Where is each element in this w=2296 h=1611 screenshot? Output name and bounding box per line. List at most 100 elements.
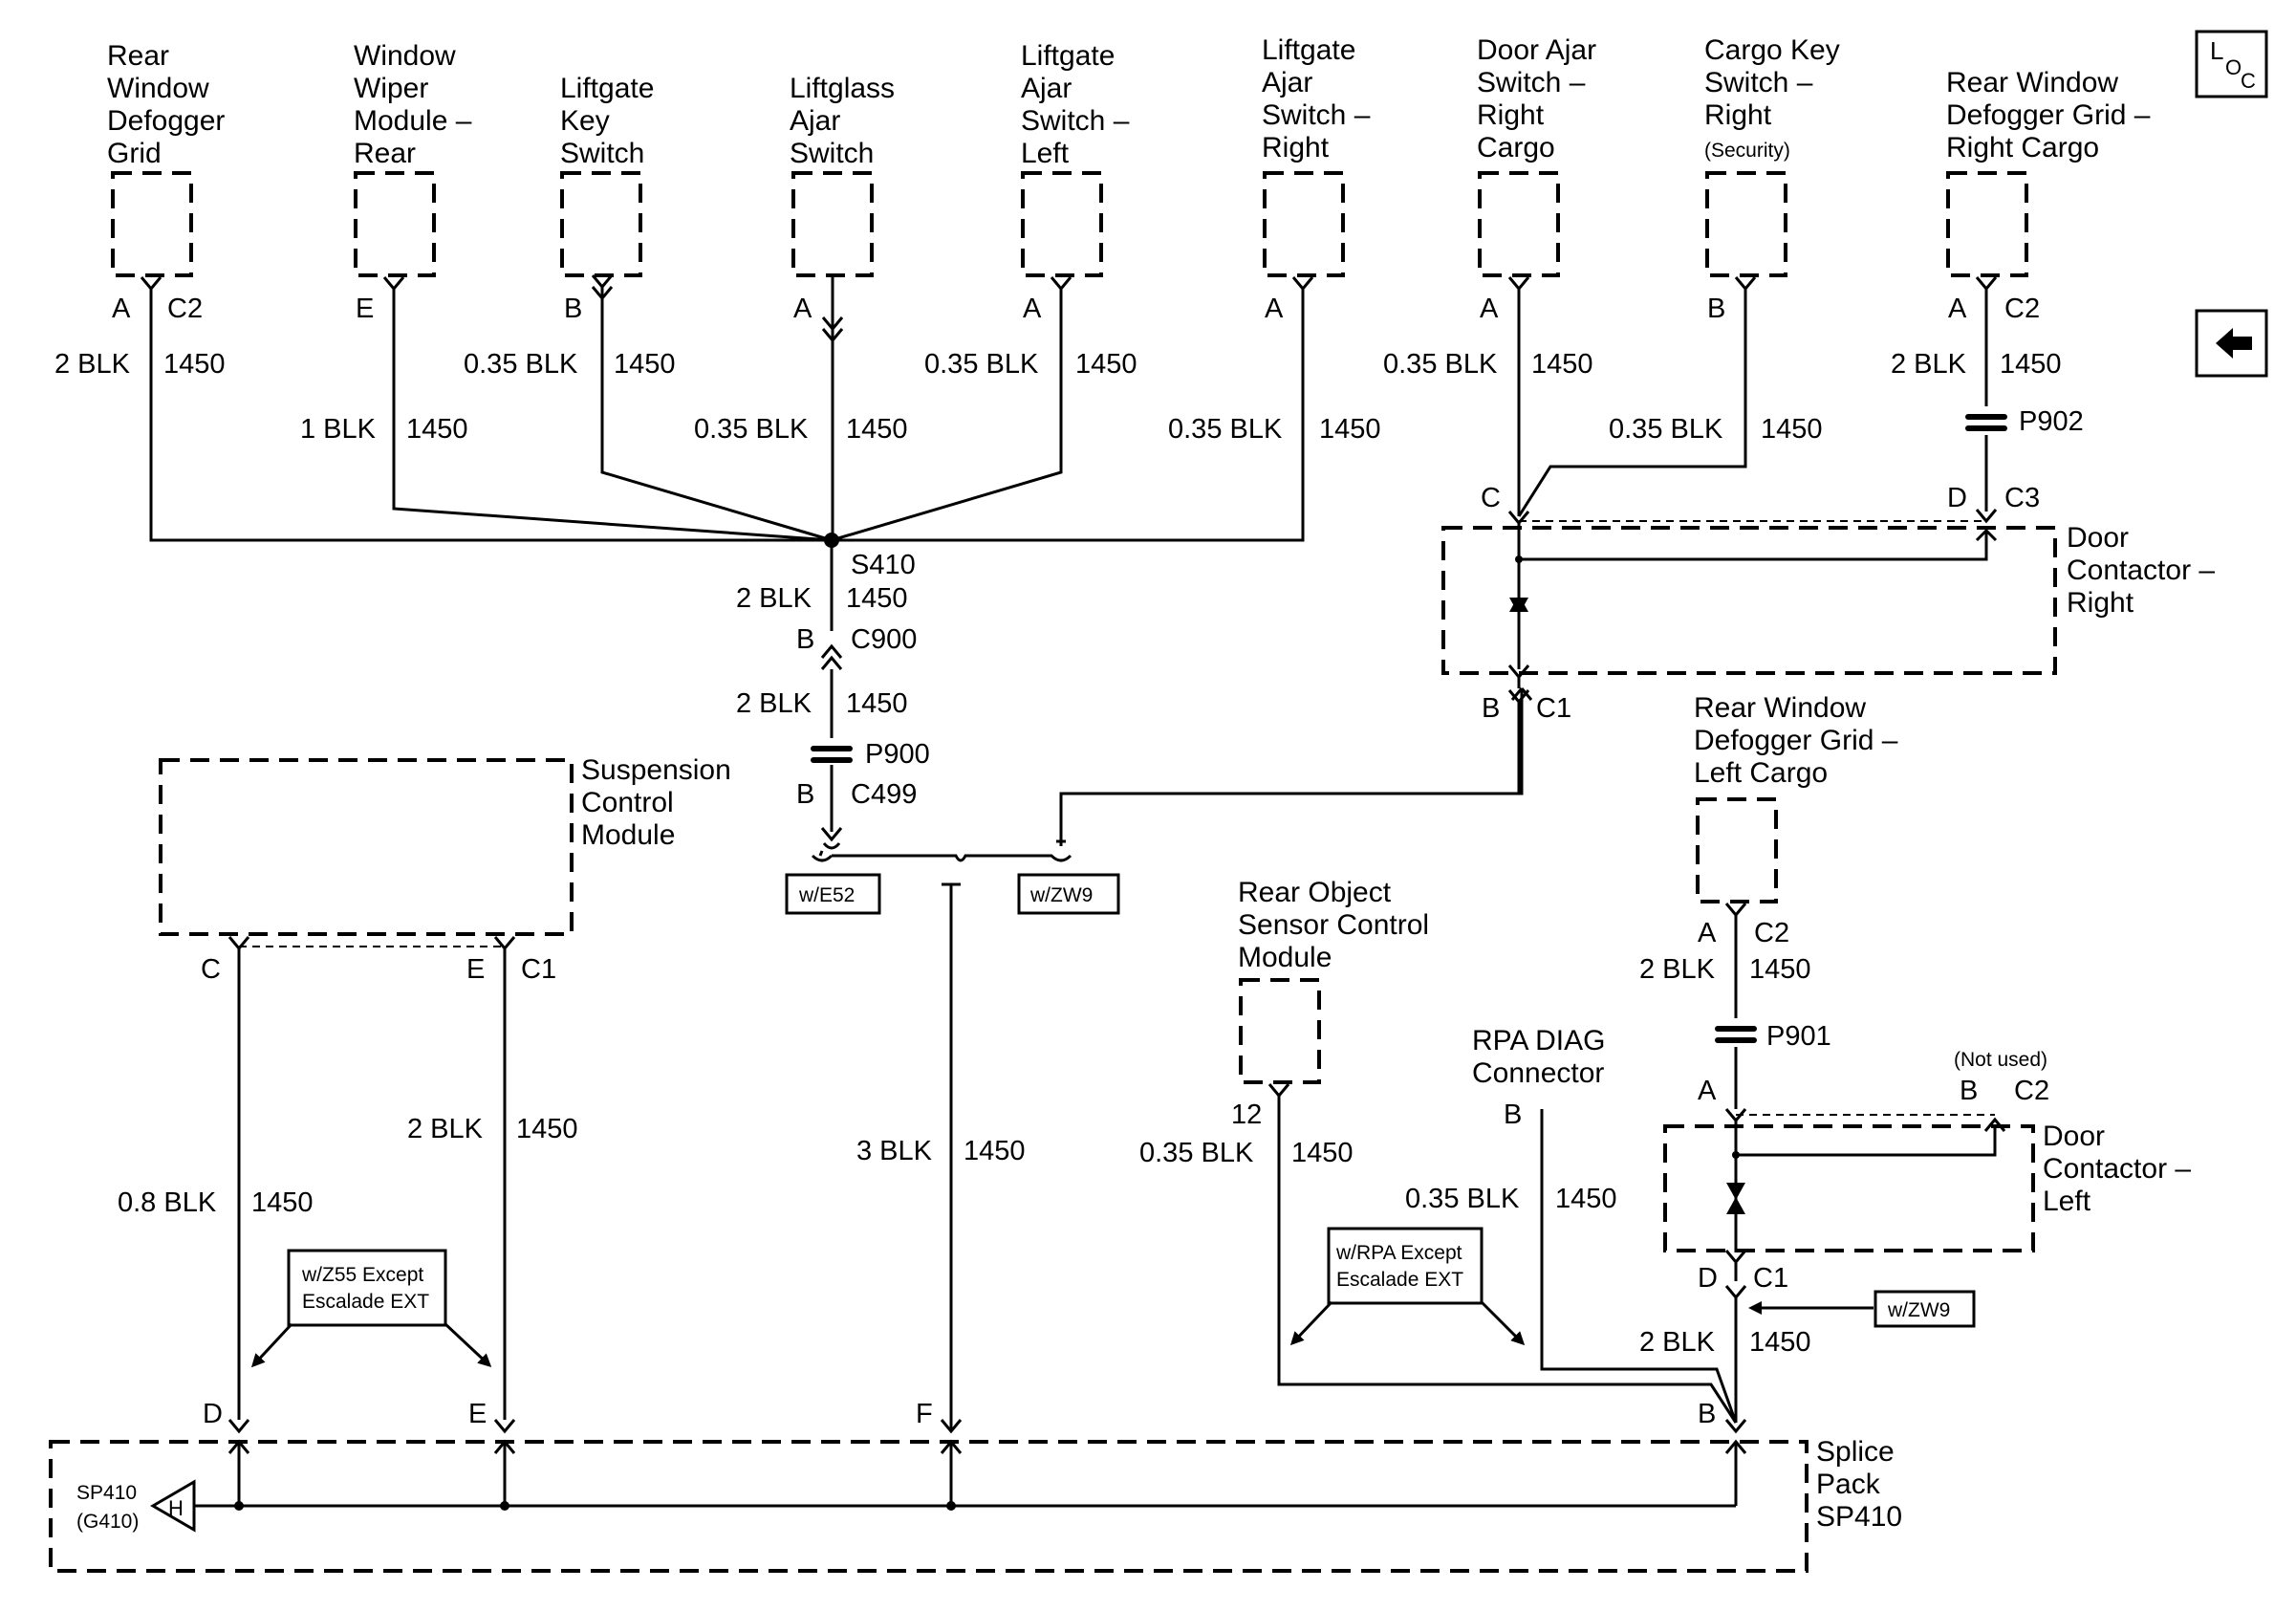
wire-circuit: 1450 — [1749, 1327, 1811, 1358]
label-line: Defogger Grid – — [1946, 99, 2151, 131]
pin-label: E — [466, 954, 485, 985]
label-line: Grid — [107, 138, 162, 169]
option-label: w/E52 — [798, 884, 855, 906]
label-line: Right — [1704, 99, 1772, 131]
loc-letter: L — [2210, 36, 2223, 65]
pin-label: B — [1707, 294, 1725, 324]
pin-label: D — [203, 1399, 223, 1429]
label-line: Left Cargo — [1694, 757, 1828, 789]
component-splice-pack-sp410: Splice Pack SP410 — [49, 1436, 1902, 1573]
connector-label: C2 — [1754, 918, 1789, 948]
label-line: Window — [107, 73, 209, 104]
wire-circuit: 1450 — [846, 688, 908, 719]
wire-gauge: 2 BLK — [54, 349, 131, 380]
label-line: Wiper — [354, 73, 428, 104]
connector-label: P900 — [865, 739, 930, 770]
label-line: SP410 — [1816, 1501, 1902, 1533]
connector-label: C2 — [2014, 1076, 2049, 1106]
label-line: Right Cargo — [1946, 132, 2099, 163]
label-line: Cargo — [1477, 132, 1555, 163]
component-liftgate-ajar-left: Liftgate Ajar Switch – Left — [1021, 40, 1130, 277]
option-label: w/ZW9 — [1887, 1299, 1950, 1321]
connector-label: C1 — [521, 954, 556, 985]
option-tag-zw9-left — [1874, 1290, 1976, 1328]
label-line: Switch – — [1262, 99, 1371, 131]
loc-letter: O — [2225, 55, 2242, 79]
pin-label: A — [112, 294, 131, 324]
label-line: Ajar — [1021, 73, 1072, 104]
label-line: Defogger — [107, 105, 225, 137]
label-line: Switch – — [1477, 67, 1586, 98]
wire-gauge: 1 BLK — [300, 414, 377, 445]
pin-label: B — [1504, 1099, 1522, 1130]
label-line: Module — [581, 819, 675, 851]
pin-label: F — [916, 1399, 933, 1429]
pin-label: B — [1698, 1399, 1716, 1429]
wire-circuit: 1450 — [1555, 1184, 1617, 1214]
label-line: Rear Window — [1946, 67, 2118, 98]
connector-label: P902 — [2019, 406, 2084, 437]
wire-circuit: 1450 — [2000, 349, 2062, 380]
option-label: Escalade EXT — [302, 1291, 429, 1313]
wire-gauge: 3 BLK — [856, 1136, 933, 1166]
pin-label: B — [796, 779, 814, 810]
sp410-label: SP410 — [76, 1482, 137, 1504]
pin-label: E — [468, 1399, 487, 1429]
pin-label: A — [793, 294, 812, 324]
component-door-contactor-right: Door Contactor – Right — [1441, 522, 2215, 675]
label-line: Liftglass — [790, 73, 895, 104]
wire-circuit: 1450 — [964, 1136, 1026, 1166]
pin-label: A — [1698, 918, 1717, 948]
option-label: w/ZW9 — [1029, 884, 1093, 906]
ground-triangle-icon — [150, 1479, 196, 1533]
wire-gauge: 2 BLK — [1639, 954, 1716, 985]
wire-gauge: 0.35 BLK — [1383, 349, 1498, 380]
label-line: Right — [1262, 132, 1330, 163]
label-line: Pack — [1816, 1469, 1881, 1500]
label-line: Rear — [354, 138, 416, 169]
option-label: Escalade EXT — [1336, 1269, 1463, 1291]
wire-circuit: 1450 — [1749, 954, 1811, 985]
pin-label: C — [201, 954, 221, 985]
loc-button[interactable]: L O C — [2195, 30, 2268, 98]
wire-circuit: 1450 — [1531, 349, 1593, 380]
wire-circuit: 1450 — [1291, 1138, 1354, 1168]
label-line: Control — [581, 787, 674, 818]
wire-circuit: 1450 — [846, 583, 908, 614]
connector-label: C499 — [851, 779, 917, 810]
wire-circuit: 1450 — [163, 349, 226, 380]
label-line: Contactor – — [2043, 1153, 2191, 1185]
label-line: Sensor Control — [1238, 909, 1429, 941]
label-line: (Security) — [1704, 140, 1790, 162]
back-arrow-button[interactable] — [2195, 309, 2268, 378]
component-rear-object-sensor: Rear Object Sensor Control Module — [1238, 877, 1429, 1084]
loc-letter: C — [2241, 69, 2256, 93]
sp410-label: (G410) — [76, 1511, 139, 1533]
connector-label: C1 — [1536, 693, 1571, 724]
label-line: Door Ajar — [1477, 34, 1596, 66]
component-liftglass-ajar-switch: Liftglass Ajar Switch — [790, 73, 895, 277]
component-door-ajar-right-cargo: Door Ajar Switch – Right Cargo — [1477, 34, 1596, 277]
label-line: RPA DIAG — [1472, 1025, 1605, 1056]
left-arrow-icon — [2216, 328, 2252, 359]
pin-label: B — [564, 294, 582, 324]
label-line: Rear — [107, 40, 169, 72]
label-line: Rear Object — [1238, 877, 1392, 908]
option-tag-z55 — [287, 1249, 447, 1327]
pin-label: A — [1698, 1076, 1717, 1106]
wire-gauge: 2 BLK — [1639, 1327, 1716, 1358]
pin-label: C — [1481, 483, 1501, 513]
pin-label: D — [1947, 483, 1967, 513]
component-liftgate-ajar-right: Liftgate Ajar Switch – Right — [1262, 34, 1371, 277]
component-defogger-grid-left-cargo: Rear Window Defogger Grid – Left Cargo — [1694, 692, 1898, 903]
wire-circuit: 1450 — [614, 349, 676, 380]
connector-label: C3 — [2004, 483, 2040, 513]
connector-label: C2 — [2004, 294, 2040, 324]
wire-gauge: 0.35 BLK — [924, 349, 1039, 380]
wire-gauge: 0.35 BLK — [1139, 1138, 1254, 1168]
label-line: Door — [2067, 522, 2129, 554]
component-cargo-key-switch: Cargo Key Switch – Right (Security) — [1704, 34, 1840, 277]
pin-label: A — [1480, 294, 1499, 324]
label-line: Liftgate — [1021, 40, 1115, 72]
